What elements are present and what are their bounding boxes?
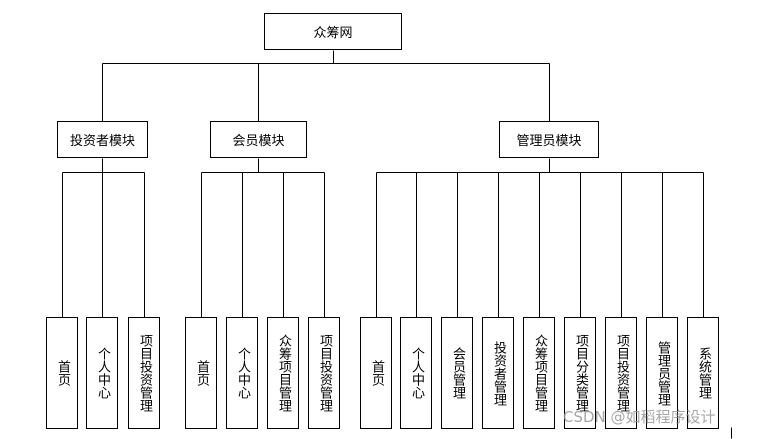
leaf-node: 个人中心 bbox=[400, 317, 432, 429]
leaf-node: 系统管理 bbox=[687, 317, 719, 429]
leaf-node: 众筹项目管理 bbox=[267, 317, 299, 429]
leaf-node: 首页 bbox=[46, 317, 78, 429]
leaf-node: 管理员管理 bbox=[646, 317, 678, 429]
module-member: 会员模块 bbox=[210, 121, 307, 158]
leaf-node: 首页 bbox=[360, 317, 392, 429]
module-investor: 投资者模块 bbox=[57, 121, 148, 158]
leaf-node: 个人中心 bbox=[226, 317, 258, 429]
leaf-node: 会员管理 bbox=[441, 317, 473, 429]
leaf-node: 投资者管理 bbox=[482, 317, 514, 429]
leaf-node: 个人中心 bbox=[86, 317, 118, 429]
leaf-node: 项目投资管理 bbox=[605, 317, 637, 429]
leaf-node: 项目分类管理 bbox=[564, 317, 596, 429]
leaf-node: 首页 bbox=[185, 317, 217, 429]
module-admin: 管理员模块 bbox=[499, 121, 599, 158]
leaf-node: 众筹项目管理 bbox=[523, 317, 555, 429]
leaf-node: 项目投资管理 bbox=[128, 317, 160, 429]
root-node: 众筹网 bbox=[264, 13, 402, 50]
leaf-node: 项目投资管理 bbox=[308, 317, 340, 429]
